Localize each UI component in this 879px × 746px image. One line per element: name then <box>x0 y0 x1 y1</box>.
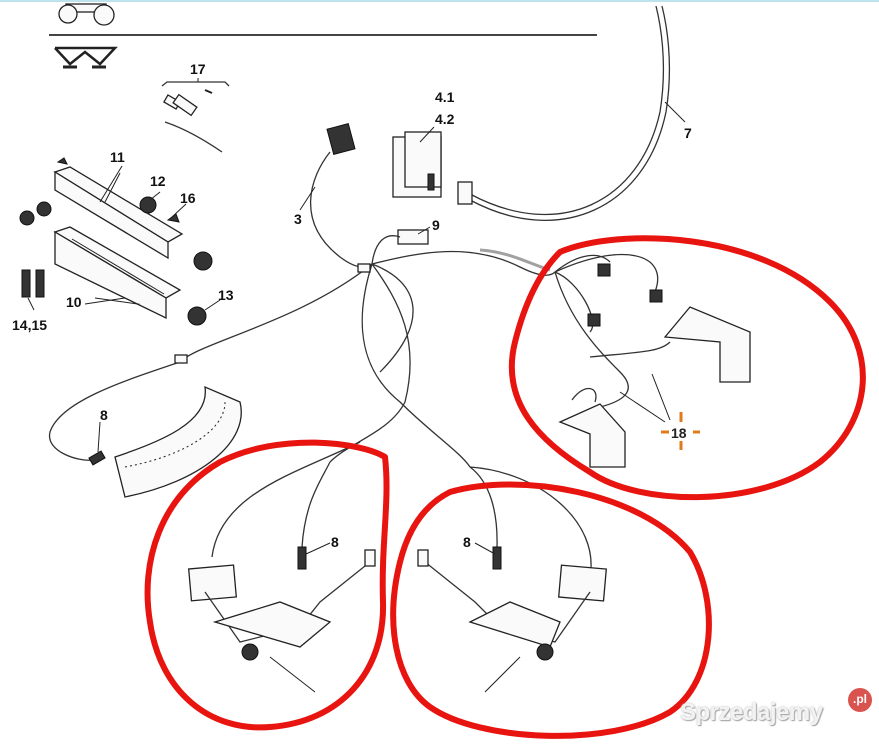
watermark-badge: .pl <box>848 688 872 712</box>
label-4-1: 4.1 <box>435 89 455 105</box>
label-7: 7 <box>684 125 692 141</box>
control-module-18 <box>554 253 751 468</box>
spreading-unit-left <box>187 549 376 693</box>
label-4-2: 4.2 <box>435 111 455 127</box>
label-16: 16 <box>180 190 196 206</box>
highlight-circle-left <box>144 439 390 731</box>
label-8: 8 <box>331 534 339 550</box>
label-11: 11 <box>110 149 125 165</box>
spreader-icon <box>54 46 118 69</box>
spreading-unit-right <box>417 549 608 693</box>
label-3: 3 <box>294 211 302 227</box>
label-13: 13 <box>218 287 234 303</box>
label-12: 12 <box>150 173 166 189</box>
label-18: 18 <box>671 425 687 441</box>
agitator-segment <box>114 385 242 498</box>
wiring-harness <box>49 5 671 578</box>
label-17: 17 <box>190 61 206 77</box>
location-marker-icon <box>661 412 700 450</box>
label-9: 9 <box>432 217 440 233</box>
label-8: 8 <box>463 534 471 550</box>
leader-lines <box>27 101 686 555</box>
watermark: Sprzedajemy <box>680 699 823 726</box>
bracket-10-11 <box>19 157 213 326</box>
label-8: 8 <box>100 407 108 423</box>
highlight-circle-middle <box>390 481 712 739</box>
highlight-circle-right <box>508 235 866 501</box>
connector-kit-17 <box>161 78 230 153</box>
label-14-15: 14,15 <box>12 317 47 333</box>
label-10: 10 <box>66 294 82 310</box>
tractor-icon <box>58 3 115 26</box>
